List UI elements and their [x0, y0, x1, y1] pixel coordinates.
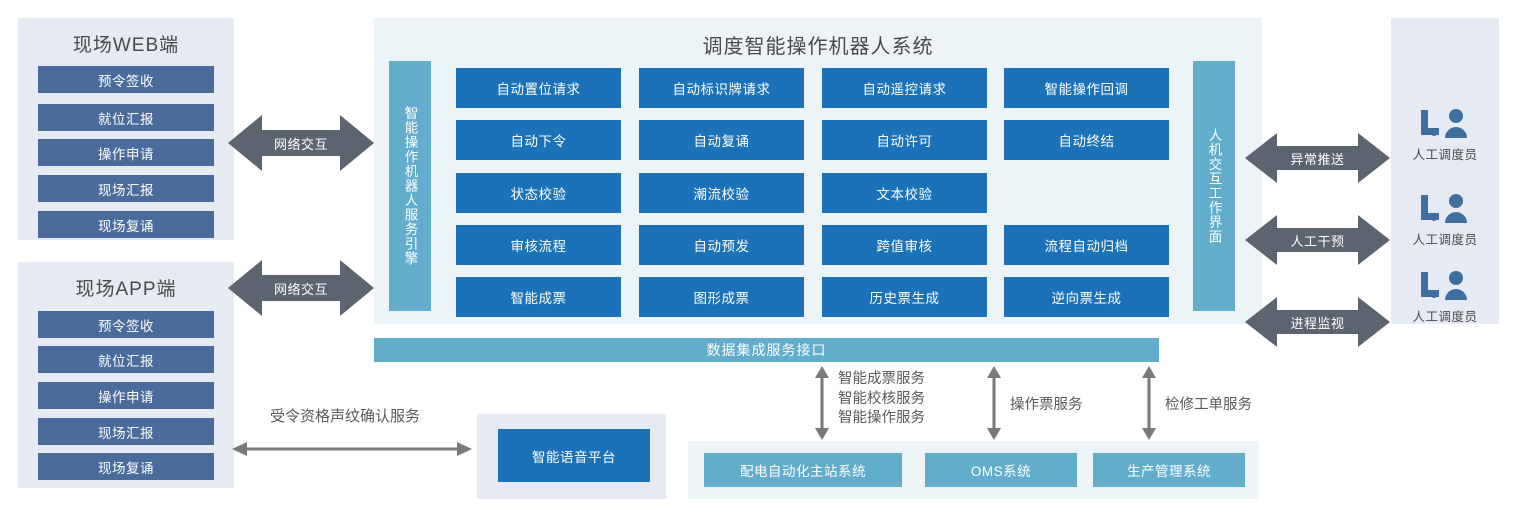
service-label-3: 检修工单服务: [1165, 397, 1252, 413]
function-cell-2-0[interactable]: 状态校验: [456, 173, 621, 213]
function-cell-3-1[interactable]: 自动预发: [639, 225, 804, 265]
web-client-button-2[interactable]: 操作申请: [38, 139, 214, 166]
service-label-2: 操作票服务: [1010, 397, 1083, 413]
double-arrow-icon: [1245, 215, 1390, 265]
hmi-arrow-exception-label: 异常推送: [1290, 152, 1345, 167]
function-cell-4-3[interactable]: 逆向票生成: [1004, 277, 1169, 317]
operator-2-label: 人工调度员: [1412, 233, 1478, 247]
app-client-button-3[interactable]: 现场汇报: [38, 418, 214, 445]
operator-desk-icon: [1421, 194, 1467, 223]
hmi-arrow-intervention-label: 人工干预: [1290, 234, 1345, 249]
voice-arrow: [232, 440, 472, 458]
operator-1-label: 人工调度员: [1412, 148, 1478, 162]
integration-arrow-3: [1139, 366, 1159, 440]
web-client-button-1[interactable]: 就位汇报: [38, 104, 214, 131]
service-label-1: 智能成票服务 智能校核服务 智能操作服务: [838, 371, 925, 427]
web-client-button-3[interactable]: 现场汇报: [38, 175, 214, 202]
network-arrow-web-label: 网络交互: [273, 137, 328, 152]
voice-arrow-label: 受令资格声纹确认服务: [270, 408, 421, 425]
function-cell-0-1[interactable]: 自动标识牌请求: [639, 68, 804, 108]
app-client-button-2[interactable]: 操作申请: [38, 382, 214, 409]
app-client-button-4[interactable]: 现场复诵: [38, 453, 214, 480]
double-arrow-icon: [1245, 297, 1390, 347]
function-cell-2-1[interactable]: 潮流校验: [639, 173, 804, 213]
network-arrow-web: 网络交互: [228, 113, 374, 173]
operator-1: 人工调度员: [1390, 108, 1500, 163]
network-arrow-app-label: 网络交互: [273, 282, 328, 297]
vertical-double-arrow-icon: [815, 366, 829, 440]
network-arrow-app: 网络交互: [228, 258, 374, 318]
integration-service-bar: 数据集成服务接口: [374, 338, 1159, 362]
operator-2: 人工调度员: [1390, 193, 1500, 248]
hmi-arrow-intervention: 人工干预: [1245, 213, 1390, 267]
hmi-vertical-bar: 人机交互工作界面: [1193, 61, 1235, 311]
app-client-title: 现场APP端: [75, 279, 177, 300]
external-system-1[interactable]: OMS系统: [925, 453, 1077, 487]
external-system-2[interactable]: 生产管理系统: [1093, 453, 1245, 487]
function-cell-0-3[interactable]: 智能操作回调: [1004, 68, 1169, 108]
operator-desk-icon: [1421, 109, 1467, 138]
engine-vertical-bar: 智能操作机器人服务引擎: [389, 61, 431, 311]
operator-3-label: 人工调度员: [1412, 310, 1478, 324]
hmi-arrow-monitor: 进程监视: [1245, 295, 1390, 349]
vertical-double-arrow-icon: [1142, 366, 1156, 440]
function-cell-3-0[interactable]: 审核流程: [456, 225, 621, 265]
app-client-button-1[interactable]: 就位汇报: [38, 346, 214, 373]
external-system-0[interactable]: 配电自动化主站系统: [704, 453, 902, 487]
operator-3: 人工调度员: [1390, 270, 1500, 325]
hmi-arrow-monitor-label: 进程监视: [1290, 316, 1345, 331]
function-cell-0-0[interactable]: 自动置位请求: [456, 68, 621, 108]
double-arrow-icon: [1245, 133, 1390, 183]
engine-vertical-bar-label: 智能操作机器人服务引擎: [402, 106, 418, 266]
function-cell-1-2[interactable]: 自动许可: [822, 120, 987, 160]
voice-platform-box[interactable]: 智能语音平台: [498, 429, 650, 482]
function-cell-0-2[interactable]: 自动遥控请求: [822, 68, 987, 108]
function-cell-4-1[interactable]: 图形成票: [639, 277, 804, 317]
hmi-vertical-bar-label: 人机交互工作界面: [1206, 128, 1222, 244]
integration-arrow-1: [812, 366, 832, 440]
web-client-button-4[interactable]: 现场复诵: [38, 211, 214, 238]
function-cell-3-2[interactable]: 跨值审核: [822, 225, 987, 265]
integration-arrow-2: [984, 366, 1004, 440]
function-cell-1-1[interactable]: 自动复诵: [639, 120, 804, 160]
double-arrow-icon: [228, 115, 374, 171]
operator-desk-icon: [1421, 271, 1467, 300]
operators-panel: [1391, 18, 1499, 324]
function-cell-1-3[interactable]: 自动终结: [1004, 120, 1169, 160]
page-title: 调度智能操作机器人系统: [702, 36, 934, 58]
function-cell-3-3[interactable]: 流程自动归档: [1004, 225, 1169, 265]
function-cell-1-0[interactable]: 自动下令: [456, 120, 621, 160]
double-arrow-icon: [228, 260, 374, 316]
function-cell-4-0[interactable]: 智能成票: [456, 277, 621, 317]
web-client-title: 现场WEB端: [72, 35, 180, 56]
hmi-arrow-exception: 异常推送: [1245, 131, 1390, 185]
vertical-double-arrow-icon: [987, 366, 1001, 440]
web-client-button-0[interactable]: 预令签收: [38, 66, 214, 93]
app-client-panel: [18, 262, 234, 488]
function-cell-2-2[interactable]: 文本校验: [822, 173, 987, 213]
app-client-button-0[interactable]: 预令签收: [38, 311, 214, 338]
function-cell-4-2[interactable]: 历史票生成: [822, 277, 987, 317]
horizontal-double-arrow-icon: [232, 442, 472, 456]
